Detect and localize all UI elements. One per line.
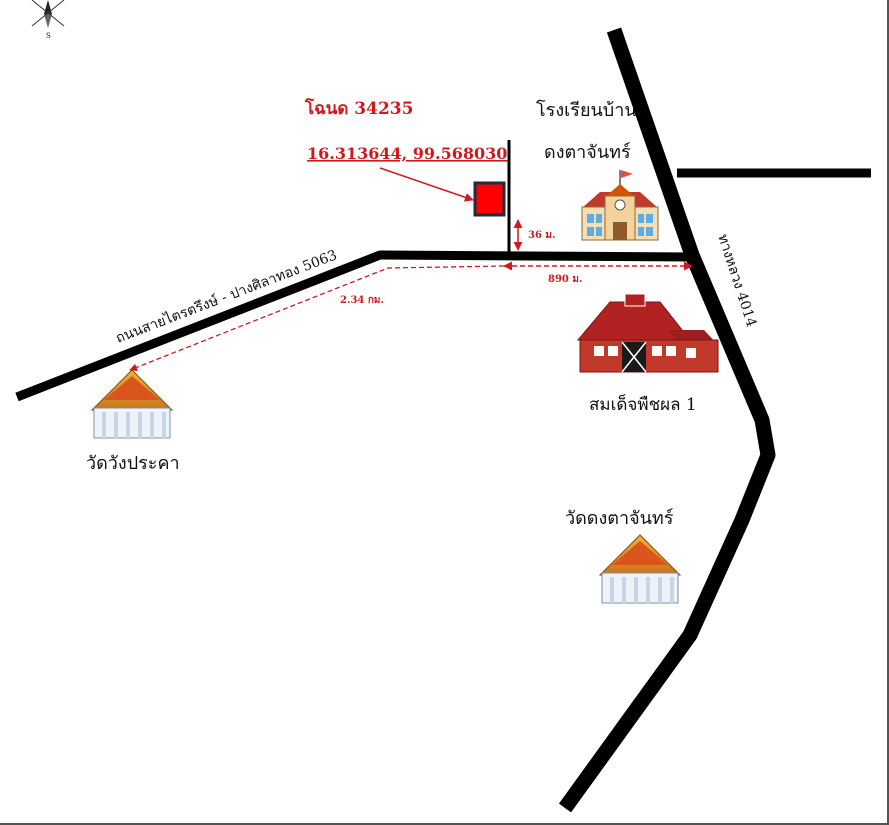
distance-2-34km-label: 2.34 กม. xyxy=(340,295,384,306)
school-icon xyxy=(581,170,659,241)
main-road-5063 xyxy=(15,250,694,402)
road-network xyxy=(15,27,871,813)
compass-icon: S xyxy=(31,0,65,40)
frame-border-bottom xyxy=(0,823,889,825)
highway-4014 xyxy=(558,27,776,813)
distance-36m: 36 ม. xyxy=(513,219,555,251)
barn-icon xyxy=(576,293,719,373)
plot-pointer-arrow xyxy=(379,167,474,202)
temple-icon-east xyxy=(598,534,682,604)
distance-36m-label: 36 ม. xyxy=(528,230,555,241)
deed-label: โฉนด 34235 xyxy=(304,98,413,119)
farm-name: สมเด็จพืชผล 1 xyxy=(589,393,697,415)
distance-2-34km: 2.34 กม. xyxy=(129,265,505,372)
distance-890m-label: 890 ม. xyxy=(548,274,582,285)
school-name-line2: ดงตาจันทร์ xyxy=(544,142,631,163)
deed-coordinates: 16.313644, 99.568030 xyxy=(307,144,507,163)
temple-icon-west xyxy=(90,369,174,439)
compass-south-letter: S xyxy=(46,32,51,40)
temple-east-name: วัดดงตาจันทร์ xyxy=(565,508,674,529)
land-plot-marker xyxy=(473,181,506,217)
school-name-line1: โรงเรียนบ้าน xyxy=(536,99,637,121)
distance-890m: 890 ม. xyxy=(503,261,693,285)
temple-west-name: วัดวังประคา xyxy=(86,453,180,474)
frame-border-right xyxy=(887,0,889,825)
